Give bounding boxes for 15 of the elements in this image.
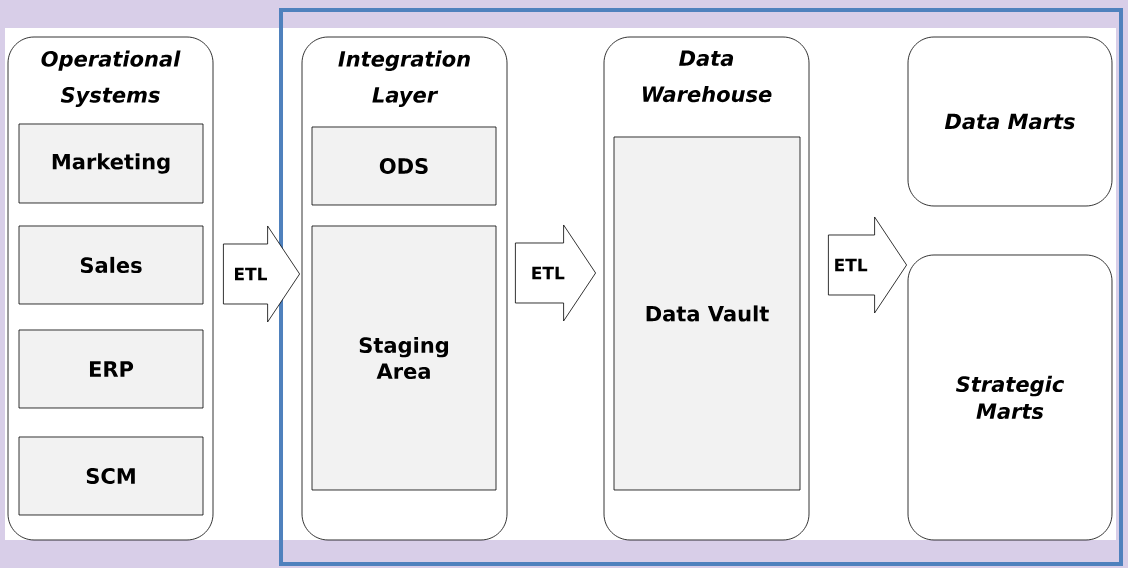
section-box: SCM [18, 436, 204, 516]
edge-label: ETL [835, 258, 868, 272]
edge-label: ETL [235, 267, 267, 281]
section-box: ERP [18, 329, 204, 409]
mart-box: Strategic Marts [907, 254, 1113, 541]
block-arrow [828, 216, 907, 314]
section-box: Data Vault [613, 136, 801, 491]
section-box: Marketing [18, 123, 204, 204]
section-box: Staging Area [311, 225, 497, 491]
mart-box: Data Marts [907, 36, 1113, 207]
section-box: Sales [18, 225, 204, 305]
edge-label: ETL [532, 266, 565, 280]
block-arrow [223, 225, 300, 323]
block-arrow [515, 224, 596, 322]
section-box: ODS [311, 126, 497, 206]
